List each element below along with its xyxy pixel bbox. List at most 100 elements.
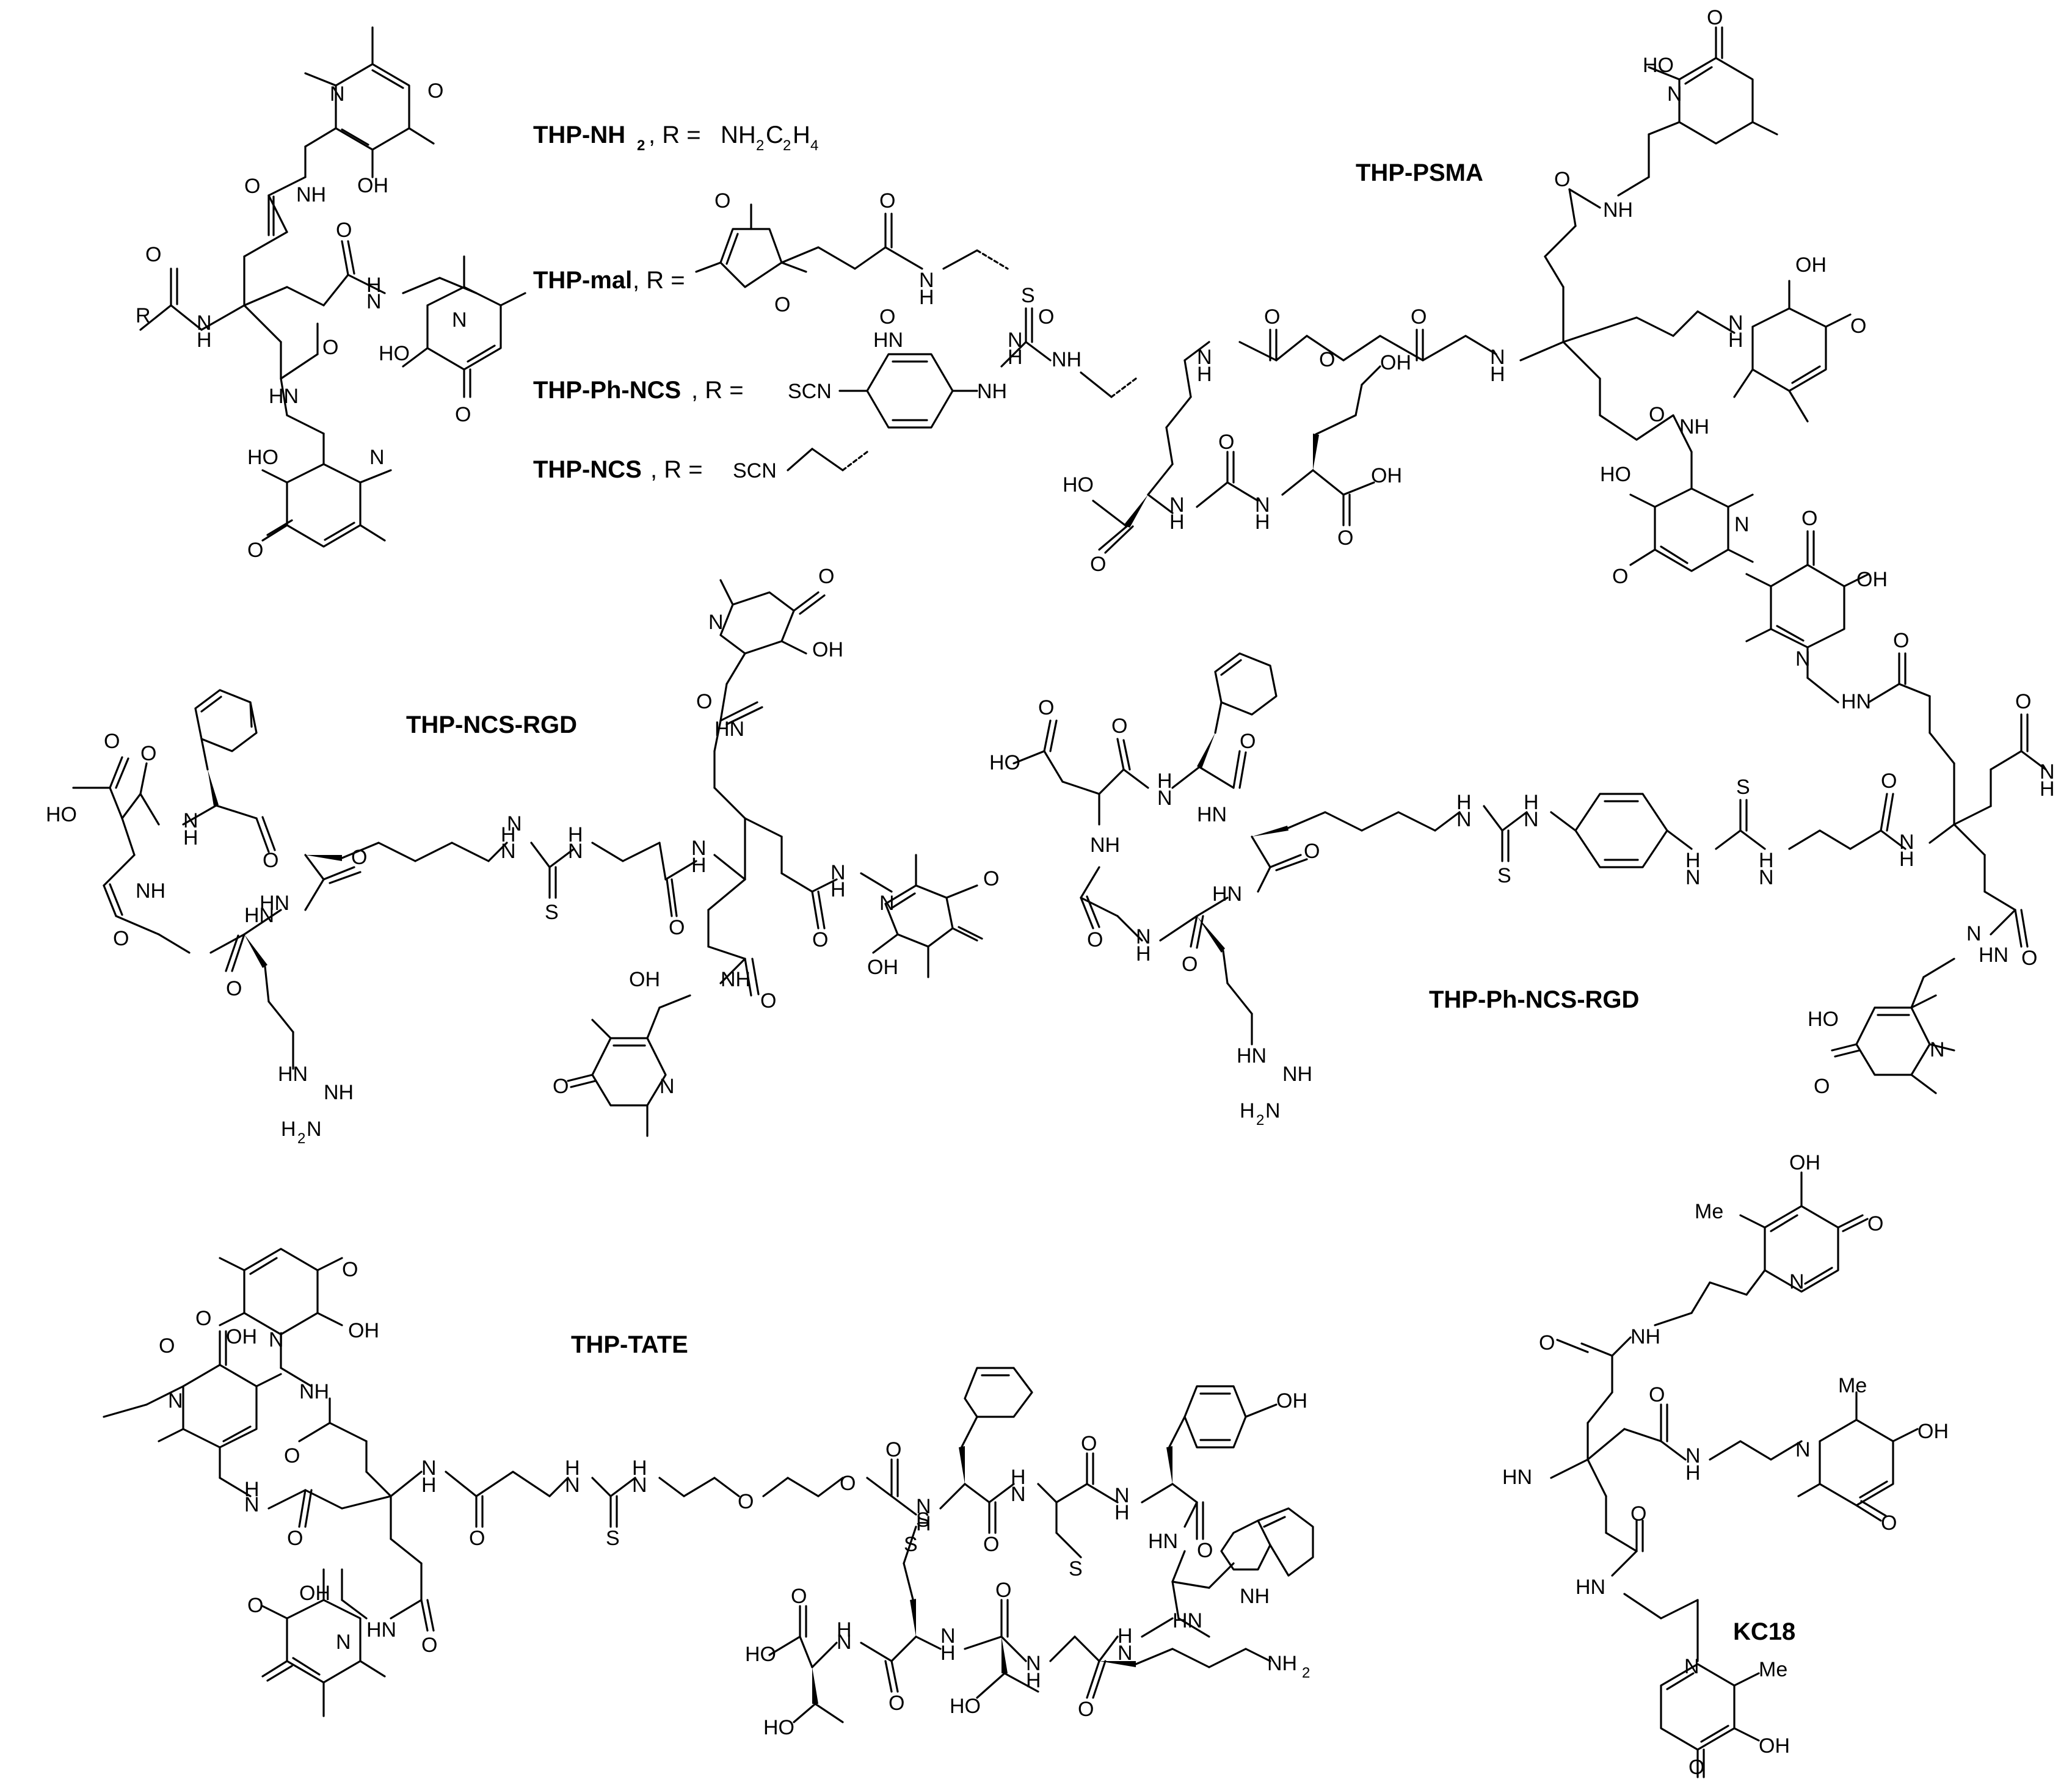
svg-text:O: O xyxy=(738,1490,754,1513)
svg-text:HN: HN xyxy=(1502,1466,1532,1489)
svg-text:N: N xyxy=(632,1474,647,1497)
svg-text:THP-NCS: THP-NCS xyxy=(533,456,642,483)
svg-text:H: H xyxy=(793,122,810,148)
svg-text:H: H xyxy=(565,1457,580,1480)
svg-text:HN: HN xyxy=(1212,882,1242,906)
svg-text:NH: NH xyxy=(721,968,751,991)
svg-text:N: N xyxy=(1795,647,1811,671)
svg-text:OH: OH xyxy=(867,956,898,979)
svg-text:O: O xyxy=(159,1334,175,1358)
svg-text:O: O xyxy=(427,79,443,103)
svg-text:H: H xyxy=(1759,849,1774,872)
svg-text:N: N xyxy=(330,82,345,106)
svg-text:2: 2 xyxy=(637,137,645,154)
svg-text:O: O xyxy=(791,1585,807,1608)
svg-text:NH: NH xyxy=(1267,1652,1297,1675)
svg-text:N: N xyxy=(501,840,516,863)
svg-text:N: N xyxy=(307,1118,322,1141)
label-thp-tate: THP-TATE xyxy=(571,1331,688,1358)
svg-text:O: O xyxy=(1801,507,1817,530)
svg-text:O: O xyxy=(1649,1383,1665,1406)
svg-text:O: O xyxy=(840,1472,856,1495)
svg-text:O: O xyxy=(1090,553,1106,576)
svg-text:O: O xyxy=(812,928,828,951)
svg-text:O: O xyxy=(983,1533,999,1556)
svg-text:NH: NH xyxy=(1240,1585,1270,1608)
svg-text:N: N xyxy=(879,892,895,915)
svg-text:H: H xyxy=(1197,363,1212,386)
svg-text:HO: HO xyxy=(1808,1008,1839,1031)
svg-text:O: O xyxy=(696,690,712,713)
svg-text:N: N xyxy=(568,840,583,863)
svg-text:N: N xyxy=(1734,513,1750,536)
svg-text:N: N xyxy=(1524,808,1539,831)
svg-text:N: N xyxy=(1759,866,1774,889)
svg-text:OH: OH xyxy=(629,968,660,991)
svg-text:HN: HN xyxy=(1172,1609,1202,1632)
svg-text:THP-mal: THP-mal xyxy=(533,267,632,294)
svg-text:NH: NH xyxy=(136,879,165,903)
svg-text:N: N xyxy=(565,1474,580,1497)
svg-text:N: N xyxy=(269,1328,284,1351)
svg-text:Me: Me xyxy=(1759,1658,1787,1681)
svg-text:H: H xyxy=(1728,329,1743,352)
svg-text:HO: HO xyxy=(247,446,278,469)
svg-text:H: H xyxy=(1255,511,1270,534)
svg-text:N: N xyxy=(336,1631,351,1654)
svg-text:N: N xyxy=(1157,787,1172,810)
svg-text:S: S xyxy=(606,1527,620,1550)
svg-text:, R =: , R = xyxy=(650,456,703,483)
svg-text:NH: NH xyxy=(977,380,1007,403)
svg-text:O: O xyxy=(1612,565,1628,588)
svg-text:N: N xyxy=(366,290,382,313)
svg-text:O: O xyxy=(1814,1075,1830,1098)
svg-text:H: H xyxy=(568,823,583,846)
svg-text:O: O xyxy=(553,1075,569,1098)
svg-text:, R =: , R = xyxy=(691,377,744,404)
svg-text:O: O xyxy=(879,189,895,213)
svg-text:N: N xyxy=(421,1457,437,1480)
svg-text:O: O xyxy=(1240,730,1256,753)
svg-text:O: O xyxy=(113,927,129,950)
svg-text:N: N xyxy=(1255,493,1270,517)
svg-text:N: N xyxy=(1136,925,1151,948)
svg-text:O: O xyxy=(421,1634,437,1657)
svg-text:S: S xyxy=(1069,1557,1083,1580)
svg-text:O: O xyxy=(879,305,895,329)
svg-text:NH: NH xyxy=(324,1081,354,1104)
svg-text:O: O xyxy=(1111,715,1127,738)
svg-text:O: O xyxy=(1411,305,1427,329)
svg-text:N: N xyxy=(369,446,385,469)
svg-text:OH: OH xyxy=(812,638,843,661)
svg-text:O: O xyxy=(287,1527,303,1550)
svg-text:H: H xyxy=(1008,346,1023,369)
svg-text:N: N xyxy=(1011,1483,1026,1506)
structure-ncs-r: SCN xyxy=(733,448,868,482)
svg-text:O: O xyxy=(1319,348,1335,371)
svg-text:O: O xyxy=(1337,526,1353,550)
label-thp-ncs-rgd: THP-NCS-RGD xyxy=(406,711,577,738)
svg-text:H: H xyxy=(501,823,516,846)
svg-text:O: O xyxy=(669,916,685,939)
svg-text:OH: OH xyxy=(1371,464,1402,487)
svg-text:O: O xyxy=(818,565,834,588)
structure-thp-ncs-rgd: HO O O N H O HN NH O HN O O HN NH H 2 N … xyxy=(46,565,999,1147)
svg-text:H: H xyxy=(1114,1501,1130,1524)
svg-text:HO: HO xyxy=(745,1643,776,1666)
svg-text:THP-Ph-NCS: THP-Ph-NCS xyxy=(533,377,681,404)
svg-text:HO: HO xyxy=(1600,463,1631,486)
svg-text:H: H xyxy=(1240,1099,1255,1122)
label-thp-ph-ncs: THP-Ph-NCS , R = xyxy=(533,377,744,404)
svg-text:2: 2 xyxy=(756,137,764,154)
label-thp-mal: THP-mal , R = xyxy=(533,267,685,294)
svg-text:O: O xyxy=(1038,696,1054,719)
svg-text:HN: HN xyxy=(873,329,903,352)
svg-text:H: H xyxy=(831,878,846,901)
svg-text:H: H xyxy=(632,1457,647,1480)
svg-text:NH: NH xyxy=(1090,834,1120,857)
label-thp-ph-ncs-rgd: THP-Ph-NCS-RGD xyxy=(1429,986,1639,1013)
svg-text:O: O xyxy=(455,403,471,426)
svg-text:O: O xyxy=(244,175,260,198)
svg-text:OH: OH xyxy=(1856,568,1888,591)
